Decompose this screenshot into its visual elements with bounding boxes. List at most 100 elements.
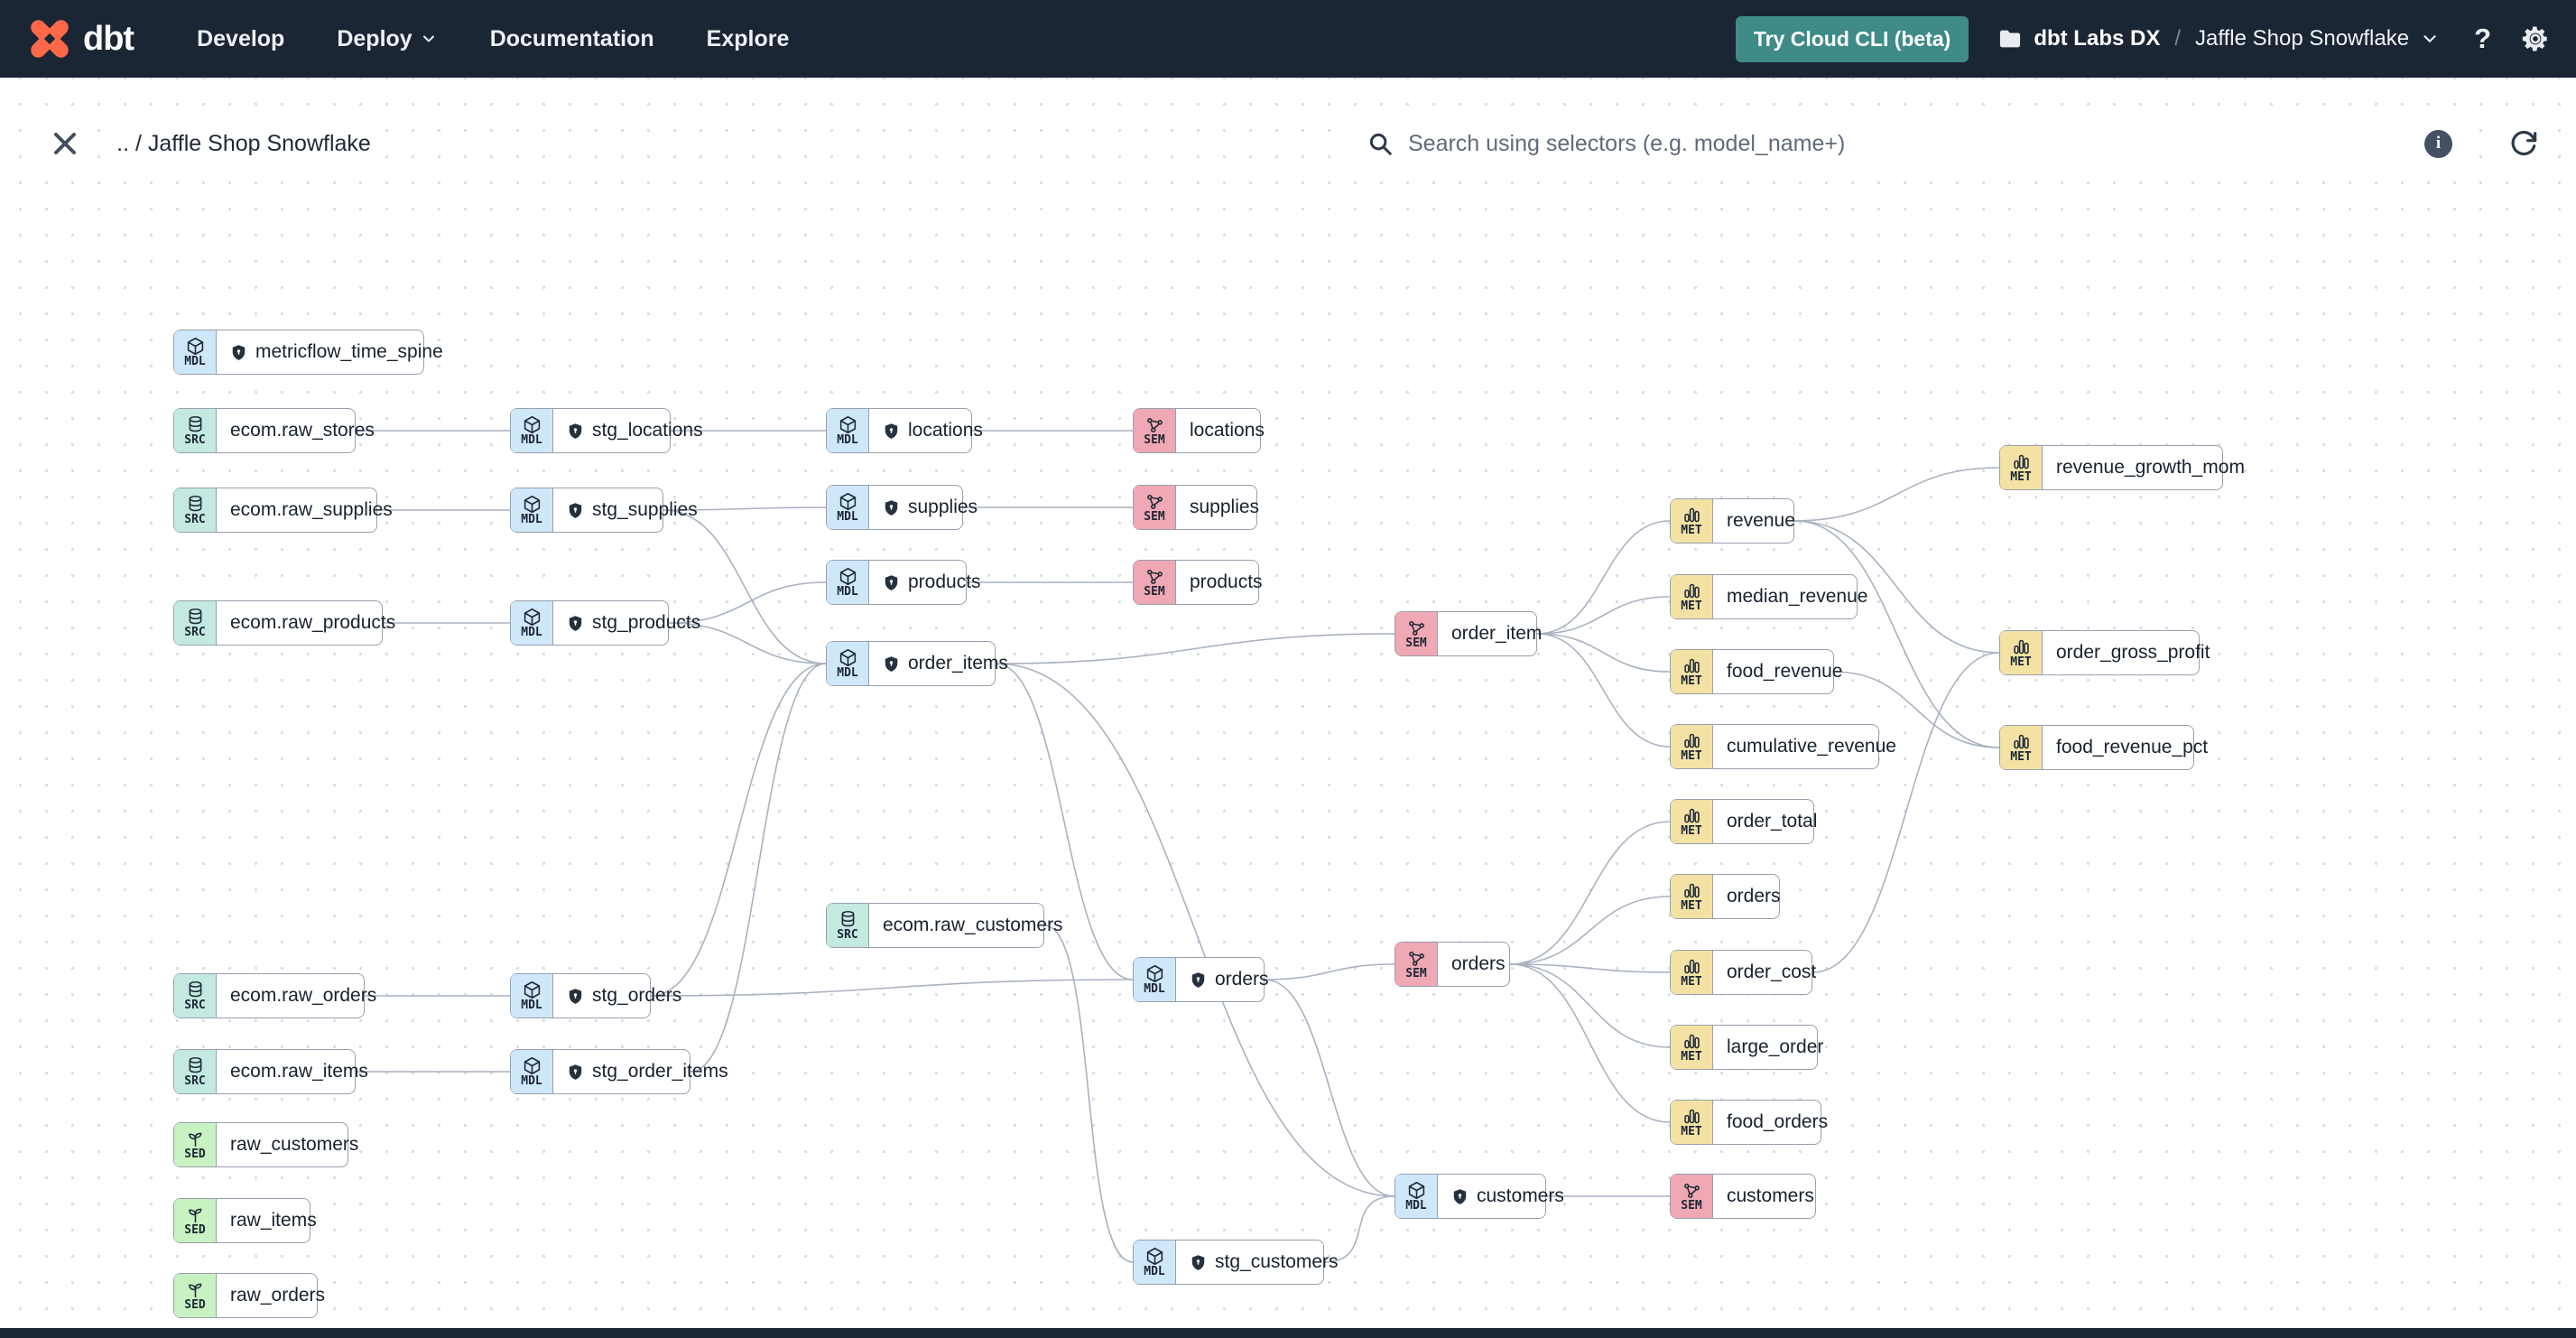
seedling-icon	[188, 1132, 201, 1147]
node-label-area: revenue	[1713, 499, 1809, 543]
edge-order_cost_met-to-order_gross_profit_met	[1812, 652, 2000, 973]
chevron-down-icon	[2423, 35, 2436, 42]
node-type-badge: SRC	[174, 601, 217, 645]
edge-food_revenue_met-to-food_revenue_pct_met	[1833, 671, 2000, 748]
node-type-badge: SEM	[1395, 612, 1438, 655]
breadcrumb[interactable]: .. / Jaffle Shop Snowflake	[111, 111, 376, 176]
shield-icon	[569, 615, 582, 631]
node-label-area: supplies	[869, 486, 991, 529]
node-type-badge: SED	[174, 1199, 217, 1242]
search-input[interactable]	[1406, 129, 2412, 158]
cube-icon	[1146, 1247, 1163, 1265]
database-icon	[189, 415, 201, 432]
chevron-down-icon	[422, 35, 434, 42]
node-large_order_met[interactable]: MET large_order	[1670, 1025, 1823, 1070]
node-label-area: stg_orders	[553, 974, 695, 1017]
settings-gear-icon[interactable]	[2520, 23, 2551, 54]
dbt-logo[interactable]: dbt	[25, 14, 134, 63]
node-label: metricflow_time_spine	[255, 341, 443, 362]
shield-icon	[569, 988, 582, 1004]
node-label: large_order	[1727, 1036, 1824, 1057]
node-label-area: ecom.raw_stores	[217, 409, 388, 452]
nav-item-explore[interactable]: Explore	[706, 25, 790, 51]
bar-chart-icon	[1683, 1109, 1700, 1123]
node-type-badge: MDL	[827, 409, 869, 452]
edge-order_item_sem-to-cumulative_revenue_met	[1536, 633, 1671, 748]
nav-item-develop[interactable]: Develop	[197, 25, 285, 51]
search-bar[interactable]: i	[1348, 111, 2470, 176]
node-label-area: stg_products	[553, 601, 714, 645]
edge-stg_products-to-products_mdl	[668, 581, 827, 624]
edge-order_items_mdl-to-customers_mdl	[995, 663, 1395, 1197]
shield-icon	[885, 423, 898, 439]
close-lineage-button[interactable]	[34, 111, 95, 176]
cube-icon	[524, 415, 540, 433]
node-label-area: food_orders	[1713, 1101, 1841, 1144]
edge-orders_sem-to-food_orders_met	[1509, 963, 1671, 1123]
nav-item-deploy[interactable]: Deploy	[337, 26, 437, 52]
node-type-badge: MET	[1671, 725, 1713, 768]
node-type-badge: MDL	[511, 488, 553, 532]
nav-item-documentation[interactable]: Documentation	[489, 25, 654, 51]
shield-icon	[1191, 971, 1205, 988]
node-label-area: food_revenue	[1713, 650, 1856, 693]
node-label: customers	[1727, 1185, 1814, 1206]
edge-order_item_sem-to-revenue_met	[1536, 520, 1671, 635]
edge-stg_order_items-to-order_items_mdl	[690, 663, 827, 1073]
edge-order_item_sem-to-food_revenue_met	[1536, 633, 1671, 673]
try-cloud-cli-button[interactable]: Try Cloud CLI (beta)	[1735, 15, 1969, 62]
node-label-area: supplies	[1176, 486, 1273, 529]
node-label: stg_orders	[592, 985, 682, 1006]
edge-order_items_mdl-to-orders_mdl	[995, 663, 1134, 980]
node-label-area: orders	[1713, 875, 1794, 918]
help-icon[interactable]: ?	[2474, 23, 2491, 54]
project-selector[interactable]: dbt Labs DX / Jaffle Shop Snowflake	[1997, 26, 2440, 51]
info-icon[interactable]: i	[2424, 129, 2452, 158]
refresh-button[interactable]	[2489, 111, 2558, 176]
node-type-badge: MET	[1671, 1026, 1713, 1069]
node-label-area: raw_customers	[217, 1123, 372, 1166]
folder-icon	[2000, 30, 2021, 48]
edge-revenue_met-to-order_gross_profit_met	[1793, 520, 2000, 654]
